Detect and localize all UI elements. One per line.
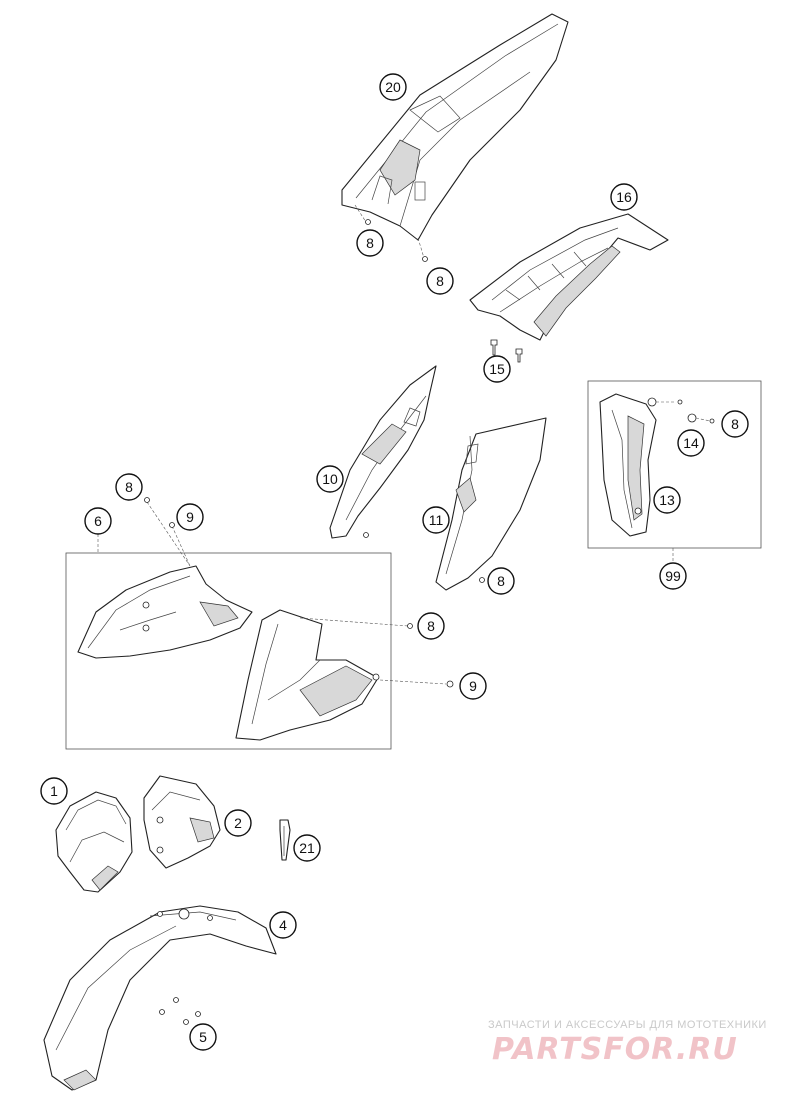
callout-1: 1 (40, 777, 68, 805)
spoiler-kit-box (65, 552, 392, 750)
svg-text:8: 8 (497, 573, 505, 589)
svg-text:1: 1 (50, 783, 58, 799)
headlight-mask (55, 791, 133, 893)
svg-text:8: 8 (436, 273, 444, 289)
washer-icon (647, 397, 657, 407)
callout-8: 8 (356, 229, 384, 257)
svg-text:21: 21 (299, 840, 315, 856)
callout-9: 9 (176, 503, 204, 531)
callout-99: 99 (659, 562, 687, 590)
bolts-15 (490, 339, 523, 363)
callout-20: 20 (379, 73, 407, 101)
callout-15: 15 (483, 355, 511, 383)
frame-protector (599, 393, 657, 537)
svg-text:8: 8 (366, 235, 374, 251)
screw-icon (446, 680, 454, 688)
svg-text:8: 8 (731, 416, 739, 432)
screw-icon (479, 577, 485, 583)
svg-text:9: 9 (186, 509, 194, 525)
svg-text:9: 9 (469, 678, 477, 694)
svg-text:6: 6 (94, 513, 102, 529)
front-fender (43, 905, 277, 1091)
callout-8: 8 (426, 267, 454, 295)
callout-5: 5 (189, 1023, 217, 1051)
headlight-housing (143, 775, 221, 869)
callout-21: 21 (293, 834, 321, 862)
side-cover-right (435, 417, 547, 591)
callout-8: 8 (417, 612, 445, 640)
air-filter-box-cover (469, 213, 669, 341)
svg-text:14: 14 (683, 435, 699, 451)
callout-8: 8 (721, 410, 749, 438)
callout-2: 2 (224, 809, 252, 837)
svg-text:20: 20 (385, 79, 401, 95)
svg-text:5: 5 (199, 1029, 207, 1045)
washer-icon (687, 413, 697, 423)
screw-icon (365, 219, 371, 225)
watermark-tagline: ЗАПЧАСТИ И АКСЕССУАРЫ ДЛЯ МОТОТЕХНИКИ (488, 1019, 767, 1031)
svg-text:4: 4 (279, 917, 287, 933)
svg-text:10: 10 (322, 471, 338, 487)
frame-protector-kit-box (587, 380, 762, 549)
headlight-strap (279, 819, 291, 861)
svg-text:2: 2 (234, 815, 242, 831)
screw-icon (407, 623, 413, 629)
svg-text:13: 13 (659, 492, 675, 508)
screw-icon (677, 399, 683, 405)
screw-icon (363, 532, 369, 538)
screw-icon (144, 497, 150, 503)
callout-8: 8 (115, 473, 143, 501)
callout-14: 14 (677, 429, 705, 457)
svg-text:11: 11 (429, 512, 444, 528)
svg-text:8: 8 (125, 479, 133, 495)
callout-11: 11 (422, 506, 450, 534)
callout-16: 16 (610, 183, 638, 211)
screw-icon (169, 522, 175, 528)
screw-icon (709, 418, 715, 424)
rear-fender (341, 13, 569, 241)
radiator-shroud-right (235, 609, 380, 741)
callout-10: 10 (316, 465, 344, 493)
callout-4: 4 (269, 911, 297, 939)
radiator-shroud-left (77, 565, 253, 659)
watermark-logo: PARTSFOR.RU (492, 1032, 738, 1067)
svg-text:16: 16 (616, 189, 632, 205)
callout-9: 9 (459, 672, 487, 700)
callout-6: 6 (84, 507, 112, 535)
callout-13: 13 (653, 486, 681, 514)
bolts-5 (159, 997, 201, 1025)
side-cover-left (329, 365, 437, 539)
screw-icon (422, 256, 428, 262)
svg-text:99: 99 (665, 568, 681, 584)
callout-8: 8 (487, 567, 515, 595)
svg-text:8: 8 (427, 618, 435, 634)
svg-text:15: 15 (489, 361, 505, 377)
